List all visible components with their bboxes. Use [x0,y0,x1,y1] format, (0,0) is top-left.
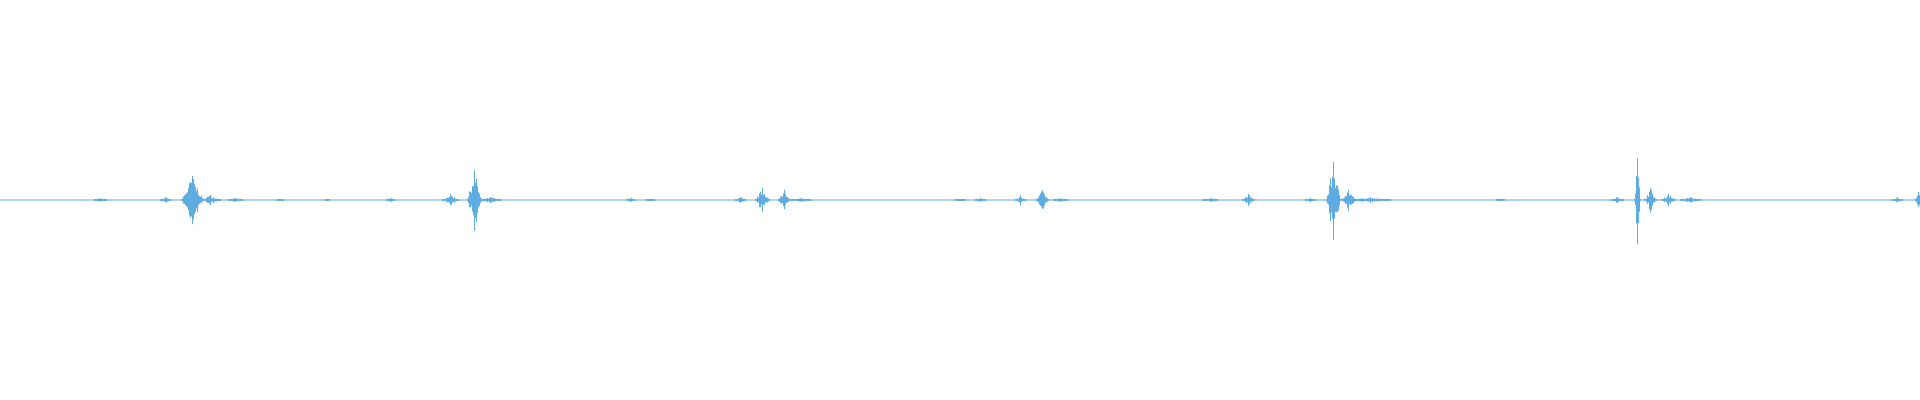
waveform-burst [1305,198,1316,203]
waveform-burst [442,194,459,206]
waveform-burst [1661,194,1676,207]
waveform-burst [1634,158,1641,245]
waveform-burst [1915,192,1920,207]
waveform-burst [790,198,811,202]
waveform-burst [955,199,966,202]
waveform-burst [480,197,501,204]
waveform-burst [228,198,243,203]
waveform-burst [325,199,330,201]
waveform-burst [277,199,284,202]
waveform-burst [1680,197,1701,203]
waveform-burst [200,195,221,206]
waveform-burst [1203,198,1218,202]
waveform-burst [1611,197,1624,204]
waveform-burst [755,188,770,212]
waveform-burst [181,176,204,225]
waveform-burst [646,199,655,202]
waveform-burst [1242,194,1255,207]
waveform-burst [1496,199,1505,202]
waveform-burst [1036,190,1049,209]
waveform-burst [94,198,107,202]
waveform-burst [1053,198,1068,202]
waveform-burst [735,197,746,203]
waveform-burst [1350,197,1391,204]
waveform-burst [1015,195,1026,206]
waveform-burst [1644,188,1657,213]
waveform-burst [160,197,171,203]
waveform-burst [626,198,635,202]
waveform-burst [778,190,791,210]
waveform-burst [386,198,395,203]
waveform-burst [467,170,482,231]
waveform-burst [1892,197,1903,203]
waveform-burst [1326,162,1341,240]
waveform-burst [975,198,986,202]
